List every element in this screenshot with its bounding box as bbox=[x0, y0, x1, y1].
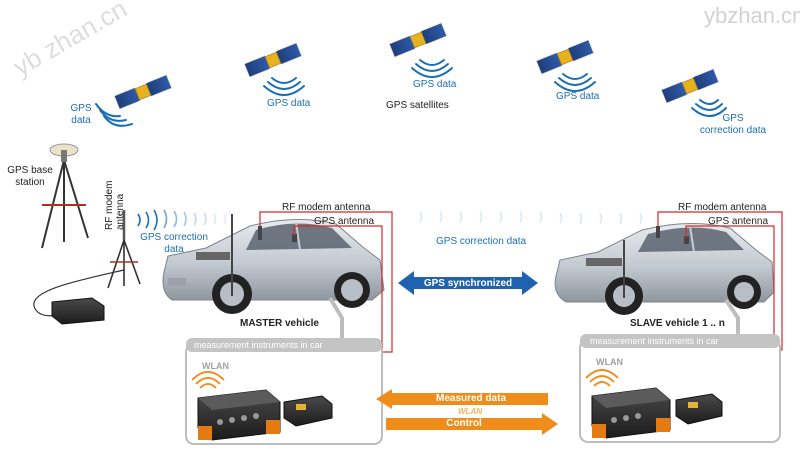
gps-base-tripod bbox=[41, 159, 89, 249]
gps-base-antenna bbox=[49, 143, 79, 162]
correction-waves-middle bbox=[419, 211, 643, 225]
master-wlan-icon bbox=[191, 371, 225, 389]
satellite-5 bbox=[661, 68, 719, 104]
correction-waves-left bbox=[137, 209, 227, 231]
satellite-2 bbox=[244, 42, 302, 78]
slave-rf-antenna-label: RF modem antenna bbox=[678, 202, 767, 213]
sat3-label: GPS data bbox=[413, 79, 457, 90]
satellite-3 bbox=[389, 22, 447, 58]
gps-synchronized-arrow bbox=[398, 271, 538, 295]
slave-daq-device bbox=[591, 387, 671, 439]
base-receiver-box bbox=[51, 297, 105, 325]
master-vehicle-label: MASTER vehicle bbox=[240, 318, 319, 329]
gps-satellites-label: GPS satellites bbox=[386, 100, 449, 111]
satellite-4 bbox=[536, 39, 594, 75]
master-gps-antenna-label: GPS antenna bbox=[314, 216, 375, 227]
slave-car bbox=[554, 223, 775, 315]
watermark-top-right: ybzhan.cn bbox=[704, 3, 800, 28]
slave-gps-receiver bbox=[675, 393, 723, 425]
middle-correction-label: GPS correction data bbox=[436, 236, 527, 247]
slave-wlan-label: WLAN bbox=[596, 357, 623, 367]
measured-data-arrow bbox=[376, 389, 548, 409]
master-gps-receiver bbox=[283, 395, 333, 427]
measured-data-label: Measured data bbox=[435, 393, 507, 404]
slave-wlan-icon bbox=[585, 369, 619, 387]
slave-gps-antenna-label: GPS antenna bbox=[708, 216, 769, 227]
rf-modem-tripod bbox=[107, 210, 141, 289]
master-daq-device bbox=[197, 389, 281, 441]
master-rf-antenna-label: RF modem antenna bbox=[282, 202, 371, 213]
slave-vehicle-label: SLAVE vehicle 1 .. n bbox=[630, 318, 725, 329]
wlan-middle-label: WLAN bbox=[458, 407, 482, 416]
master-car bbox=[162, 214, 385, 314]
sat4-label: GPS data bbox=[556, 91, 600, 102]
control-arrow bbox=[386, 413, 558, 435]
satellite-1 bbox=[114, 74, 172, 110]
master-instruments-label: measurement instruments in car bbox=[194, 340, 323, 350]
signal-waves bbox=[95, 59, 727, 127]
gps-synchronized-label: GPS synchronized bbox=[423, 278, 513, 289]
control-label: Control bbox=[446, 418, 482, 429]
master-wlan-label: WLAN bbox=[202, 361, 229, 371]
slave-instruments-label: measurement instruments in car bbox=[590, 336, 719, 346]
sat2-label: GPS data bbox=[267, 98, 311, 109]
